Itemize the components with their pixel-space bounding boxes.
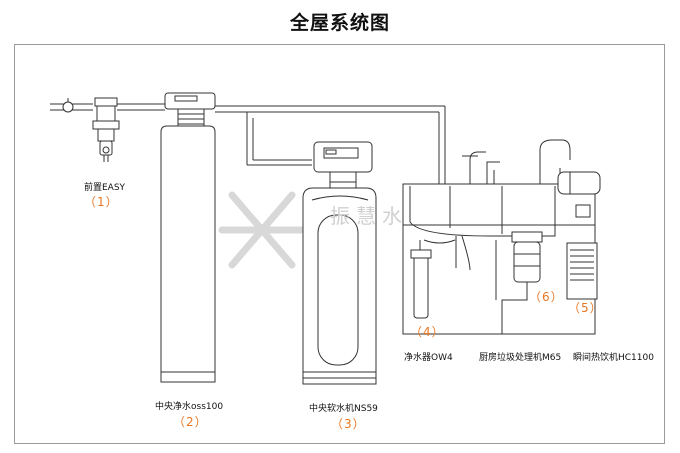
number-garbage-disposer: （6） — [529, 290, 564, 304]
watermark-logo — [218, 191, 306, 269]
label-garbage-disposer: 厨房垃圾处理机M65 — [479, 353, 562, 363]
number-hot-dispenser: （5） — [568, 301, 603, 315]
diagram-frame — [14, 44, 665, 444]
label-hot-dispenser: 瞬间热饮机HC1100 — [573, 353, 654, 363]
water-purifier-ow4 — [410, 235, 471, 319]
water-pipes — [50, 103, 446, 184]
central-softener-ns59 — [302, 141, 377, 385]
label-pre-filter: 前置EASY — [84, 183, 126, 193]
kitchen-cabinet — [402, 183, 596, 335]
number-central-purifier: （2） — [173, 415, 208, 429]
label-central-softener: 中央软水机NS59 — [309, 404, 378, 414]
label-central-purifier: 中央净水oss100 — [155, 402, 224, 412]
pre-filter-easy — [62, 97, 120, 162]
number-central-softener: （3） — [331, 417, 366, 431]
kitchen-sink — [409, 186, 556, 237]
label-water-purifier: 净水器OW4 — [404, 353, 453, 363]
number-water-purifier: （4） — [410, 325, 445, 339]
watermark-text: 振慧水 — [330, 204, 408, 228]
instant-hot-dispenser — [557, 171, 601, 300]
number-pre-filter: （1） — [84, 195, 119, 209]
diagram-title: 全屋系统图 — [289, 12, 390, 34]
garbage-disposer — [495, 231, 543, 334]
faucets — [462, 139, 571, 184]
central-purifier-oss100 — [160, 92, 216, 383]
